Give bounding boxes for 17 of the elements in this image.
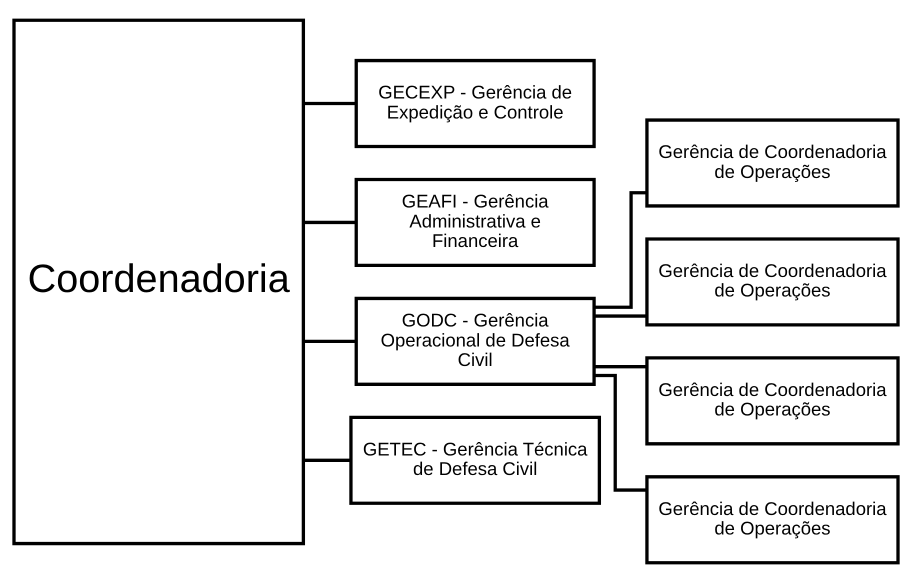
- node-box: GETEC - Gerência Técnica de Defesa Civil: [349, 416, 602, 505]
- node-box: GEAFI - Gerência Administrativa e Financeira: [354, 178, 596, 268]
- node-box: GECEXP - Gerência de Expedição e Controle: [354, 58, 596, 148]
- connector: [304, 458, 351, 462]
- connector: [594, 365, 647, 368]
- node-box: Gerência de Coordenadoria de Operações: [645, 118, 900, 208]
- node-box: GODC - Gerência Operacional de Defesa Civil: [354, 296, 596, 386]
- connector: [304, 102, 356, 106]
- connector: [594, 191, 647, 309]
- connector: [594, 374, 647, 492]
- connector: [304, 340, 356, 344]
- node-box: Gerência de Coordenadoria de Operações: [645, 356, 900, 446]
- node-box: Gerência de Coordenadoria de Operações: [645, 475, 900, 564]
- connector: [594, 314, 647, 318]
- node-box: Gerência de Coordenadoria de Operações: [645, 237, 900, 327]
- node-box: Coordenadoria: [12, 18, 306, 546]
- connector: [304, 220, 356, 224]
